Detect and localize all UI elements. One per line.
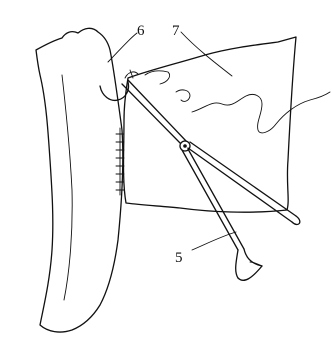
tissue-flap <box>124 37 297 212</box>
label-7: 7 <box>172 23 180 39</box>
label-5: 5 <box>175 250 183 266</box>
label-6: 6 <box>137 23 145 39</box>
leader-6 <box>108 33 137 62</box>
tissue-strip <box>36 28 123 332</box>
